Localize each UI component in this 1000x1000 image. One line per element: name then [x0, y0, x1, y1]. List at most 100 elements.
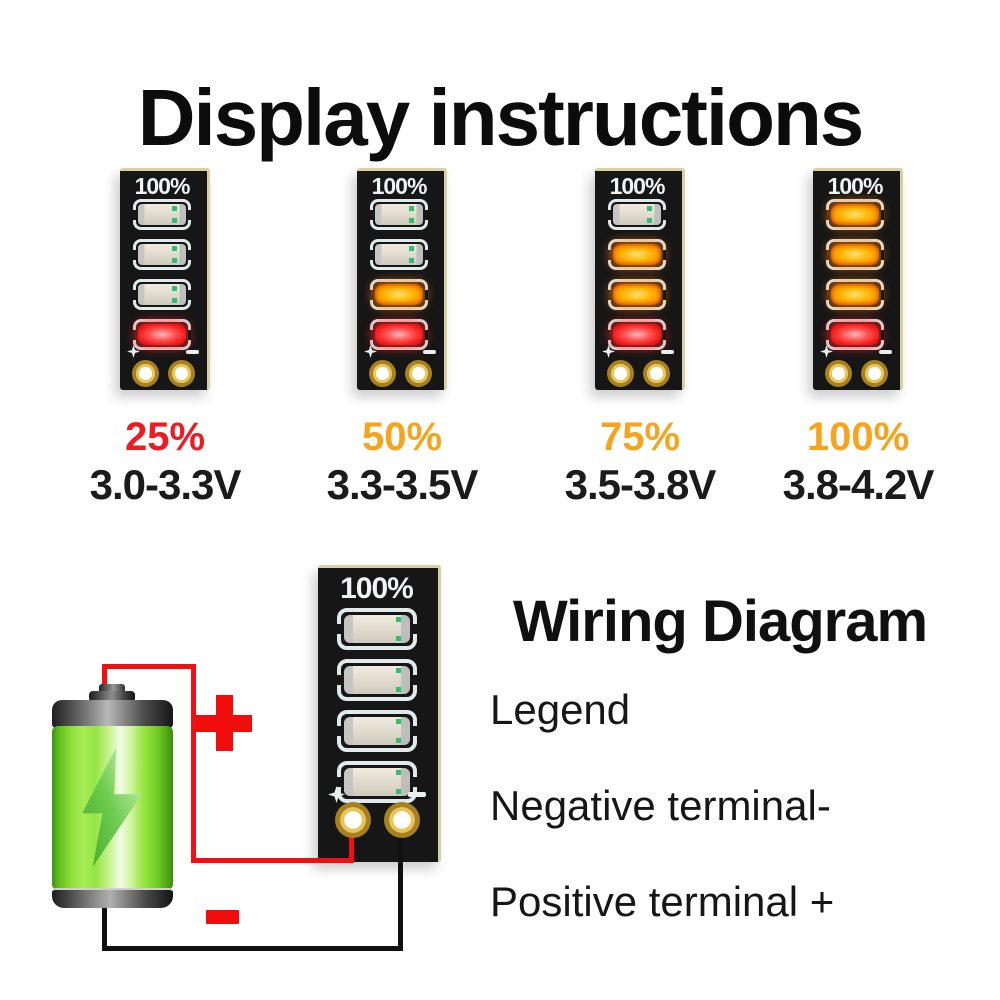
minus-mark-icon [661, 350, 674, 354]
led-slot [608, 199, 666, 230]
led-indicator [613, 204, 661, 225]
led-indicator [343, 768, 410, 796]
battery-icon [52, 684, 173, 908]
pcb-percent-text: 100% [371, 173, 428, 199]
led-slot [826, 199, 884, 230]
battery-body [52, 726, 173, 890]
battery-indicator-board: 100% [357, 168, 447, 390]
board-voltage-label: 3.8-4.2V [782, 461, 935, 508]
led-indicator [831, 244, 879, 265]
board-percent-label: 25% [124, 415, 206, 459]
battery-indicator-board: 100% [120, 168, 210, 390]
lightning-bolt-icon [82, 747, 142, 867]
battery-top-cap [52, 700, 173, 728]
led-stack [595, 199, 679, 350]
legend-item-positive: Positive terminal + [490, 878, 835, 925]
minus-mark-icon [423, 350, 436, 354]
led-indicator [138, 244, 186, 265]
board-voltage-label: 3.0-3.3V [89, 461, 242, 508]
led-slot [608, 239, 666, 270]
battery-terminal-icon [89, 691, 135, 702]
led-indicator [831, 324, 879, 345]
led-slot [336, 761, 417, 803]
led-slot [608, 319, 666, 350]
page-title: Display instructions [137, 72, 865, 162]
positive-symbol-icon [196, 695, 252, 751]
positive-wire [102, 664, 196, 669]
board-voltage-label: 3.3-3.5V [326, 461, 479, 508]
led-indicator [831, 284, 879, 305]
solder-pad-negative [861, 360, 888, 387]
negative-wire [102, 903, 107, 951]
led-stack [120, 199, 204, 350]
solder-pad-negative [643, 360, 670, 387]
led-indicator [613, 324, 661, 345]
led-indicator [831, 204, 879, 225]
led-indicator [375, 324, 423, 345]
led-indicator [375, 284, 423, 305]
led-slot [370, 199, 428, 230]
positive-wire [191, 858, 354, 863]
board-percent-label: 50% [361, 415, 443, 459]
negative-wire [398, 820, 403, 951]
led-indicator [343, 666, 410, 694]
board-percent-label: 75% [599, 415, 681, 459]
solder-pad-positive [335, 802, 371, 838]
board-column-100: 100% 100% 3.8-4.2V [768, 168, 948, 509]
legend-item-negative: Negative terminal- [490, 782, 831, 829]
led-slot [370, 279, 428, 310]
board-voltage-label: 3.5-3.8V [564, 461, 717, 508]
led-slot [336, 710, 417, 752]
negative-wire [102, 946, 403, 951]
negative-symbol-icon [206, 910, 239, 924]
board-percent-label: 100% [806, 415, 910, 459]
led-slot [133, 279, 191, 310]
battery-bottom-cap [52, 888, 173, 908]
led-slot [370, 319, 428, 350]
positive-wire [191, 664, 196, 863]
led-indicator [138, 284, 186, 305]
solder-pad-positive [369, 360, 396, 387]
pcb-percent-text: 100% [134, 173, 191, 199]
solder-pad-positive [607, 360, 634, 387]
led-slot [826, 279, 884, 310]
led-slot [608, 279, 666, 310]
solder-pad-negative [168, 360, 195, 387]
pcb-percent-text: 100% [827, 173, 884, 199]
led-indicator [138, 204, 186, 225]
minus-mark-icon [879, 350, 892, 354]
board-column-50: 100% 50% 3.3-3.5V [312, 168, 492, 509]
battery-indicator-board: 100% [595, 168, 685, 390]
led-slot [826, 319, 884, 350]
led-stack [318, 608, 435, 803]
led-slot [336, 608, 417, 650]
led-indicator [375, 244, 423, 265]
positive-wire [102, 664, 107, 696]
wiring-board: 100% [318, 565, 441, 862]
led-indicator [375, 204, 423, 225]
minus-mark-icon [408, 792, 426, 797]
pcb-percent-text: 100% [609, 173, 666, 199]
board-column-75: 100% 75% 3.5-3.8V [550, 168, 730, 509]
pcb-percent-text: 100% [340, 572, 414, 605]
solder-pad-negative [384, 802, 420, 838]
led-slot [370, 239, 428, 270]
board-column-25: 100% 25% 3.0-3.3V [75, 168, 255, 509]
led-stack [357, 199, 441, 350]
led-stack [813, 199, 897, 350]
led-slot [133, 199, 191, 230]
battery-terminal-icon [99, 684, 125, 693]
solder-pad-positive [825, 360, 852, 387]
battery-indicator-board: 100% [813, 168, 903, 390]
led-indicator [138, 324, 186, 345]
solder-pad-negative [405, 360, 432, 387]
led-indicator [613, 244, 661, 265]
minus-mark-icon [186, 350, 199, 354]
led-indicator [343, 615, 410, 643]
led-slot [133, 239, 191, 270]
led-slot [336, 659, 417, 701]
led-slot [133, 319, 191, 350]
solder-pad-positive [132, 360, 159, 387]
led-indicator [613, 284, 661, 305]
